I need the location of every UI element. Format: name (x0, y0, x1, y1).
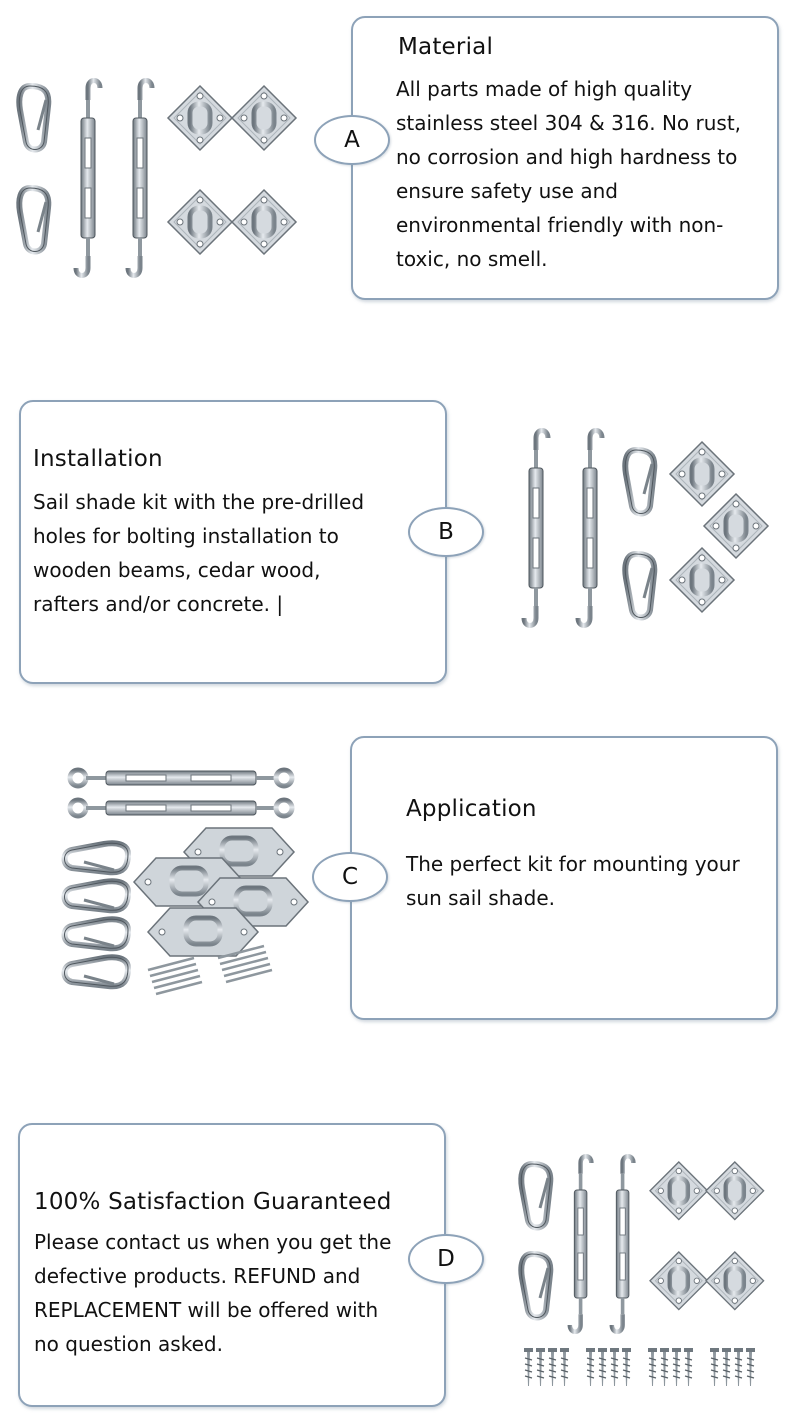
pad-eye-plate-icon (168, 86, 232, 150)
carabiner-icon (65, 957, 129, 986)
carabiner-icon (65, 843, 129, 872)
screw-icon (523, 1347, 756, 1387)
turnbuckle-icon (128, 81, 152, 276)
installation-text: Sail shade kit with the pre-drilled hole… (33, 490, 365, 616)
pad-eye-plate-icon (670, 548, 734, 612)
application-title: Application (406, 796, 537, 822)
pad-eye-plate-icon (706, 1252, 764, 1310)
carabiner-icon (65, 919, 129, 948)
guarantee-text: Please contact us when you get the defec… (34, 1230, 392, 1356)
installation-title: Installation (33, 446, 163, 472)
turnbuckle-icon (578, 431, 602, 626)
pad-eye-plate-icon (232, 86, 296, 150)
carabiner-icon (521, 1254, 550, 1318)
hardware-photo-b (506, 418, 786, 654)
material-title: Material (398, 34, 494, 60)
carabiner-icon (65, 881, 129, 910)
pad-eye-plate-icon (148, 908, 258, 956)
carabiner-icon (19, 188, 48, 252)
turnbuckle-icon (70, 800, 292, 816)
guarantee-card (18, 1123, 446, 1407)
section-badge-b: B (408, 507, 484, 557)
turnbuckle-icon (570, 1156, 592, 1332)
guarantee-title: 100% Satisfaction Guaranteed (34, 1189, 392, 1215)
pad-eye-plate-icon (706, 1162, 764, 1220)
material-text: All parts made of high quality stainless… (396, 77, 742, 271)
pad-eye-plate-icon (704, 494, 768, 558)
hardware-photo-d (512, 1152, 784, 1397)
hardware-photo-a (10, 70, 310, 290)
section-badge-a: A (314, 115, 390, 165)
pad-eye-plate-icon (232, 190, 296, 254)
turnbuckle-icon (612, 1156, 634, 1332)
application-text: The perfect kit for mounting your sun sa… (406, 852, 740, 910)
pad-eye-plate-icon (650, 1252, 708, 1310)
material-card (351, 16, 779, 300)
carabiner-icon (625, 450, 654, 514)
section-badge-d: D (408, 1234, 484, 1284)
section-badge-c: C (312, 852, 388, 902)
turnbuckle-icon (70, 770, 292, 786)
carabiner-icon (625, 554, 654, 618)
carabiner-icon (19, 86, 48, 150)
carabiner-icon (521, 1164, 550, 1228)
hardware-photo-c (60, 760, 310, 1000)
application-card (350, 736, 778, 1020)
pad-eye-plate-icon (670, 442, 734, 506)
installation-card (19, 400, 447, 684)
turnbuckle-icon (524, 431, 548, 626)
pad-eye-plate-icon (650, 1162, 708, 1220)
pad-eye-plate-icon (168, 190, 232, 254)
turnbuckle-icon (76, 81, 100, 276)
